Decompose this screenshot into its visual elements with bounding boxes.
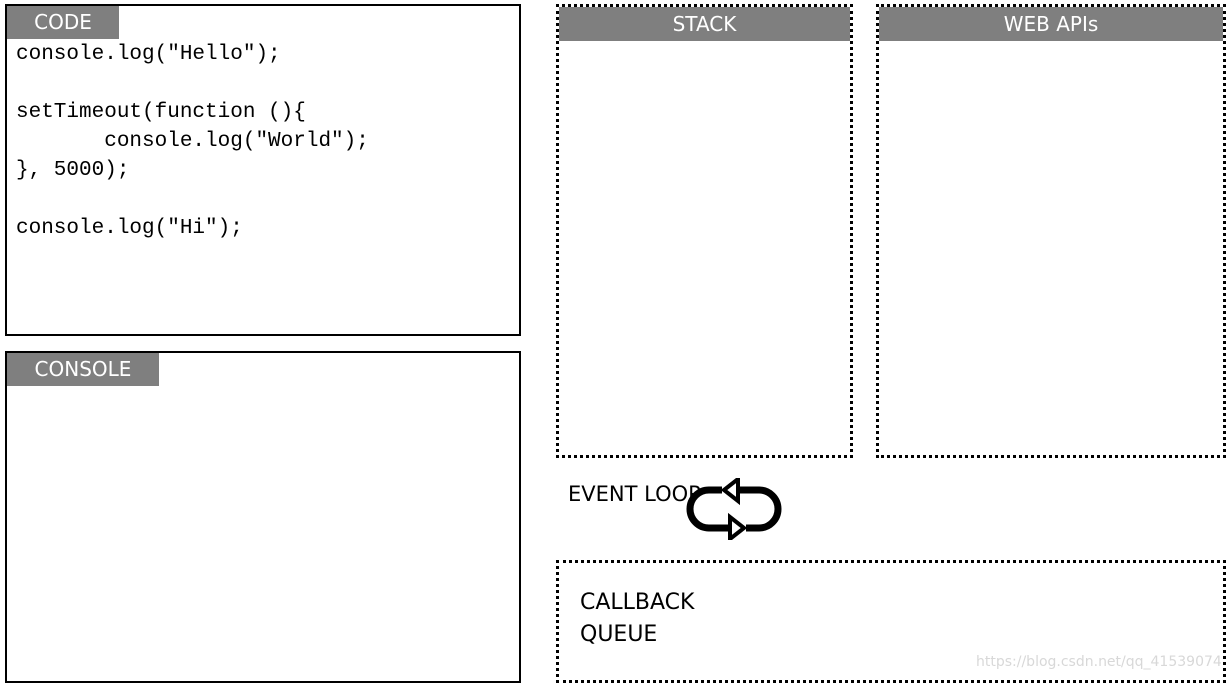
stack-panel: STACK (556, 4, 853, 458)
code-panel: CODE console.log("Hello"); setTimeout(fun… (5, 4, 521, 336)
stack-panel-title: STACK (559, 7, 850, 41)
code-line: setTimeout(function (){ (16, 101, 306, 124)
callback-queue-title-line-1: CALLBACK (580, 590, 695, 615)
code-listing: console.log("Hello"); setTimeout(function… (16, 40, 369, 243)
web-apis-panel: WEB APIs (876, 4, 1226, 458)
callback-queue-title: CALLBACK QUEUE (580, 587, 694, 651)
code-line (16, 69, 369, 98)
code-line (16, 185, 369, 214)
code-line: }, 5000); (16, 159, 130, 182)
console-panel-title: CONSOLE (7, 353, 159, 386)
web-apis-panel-title: WEB APIs (879, 7, 1223, 41)
code-panel-title: CODE (7, 6, 119, 39)
callback-queue-title-line-2: QUEUE (580, 622, 658, 647)
event-loop-label: EVENT LOOP (568, 482, 701, 506)
watermark: https://blog.csdn.net/qq_41539074 (976, 654, 1222, 670)
loop-arrows-icon (686, 478, 782, 540)
code-line: console.log("World"); (16, 130, 369, 153)
code-line: console.log("Hello"); (16, 43, 281, 66)
console-panel: CONSOLE (5, 351, 521, 683)
callback-queue-panel: CALLBACK QUEUE (556, 560, 1226, 683)
code-line: console.log("Hi"); (16, 217, 243, 240)
